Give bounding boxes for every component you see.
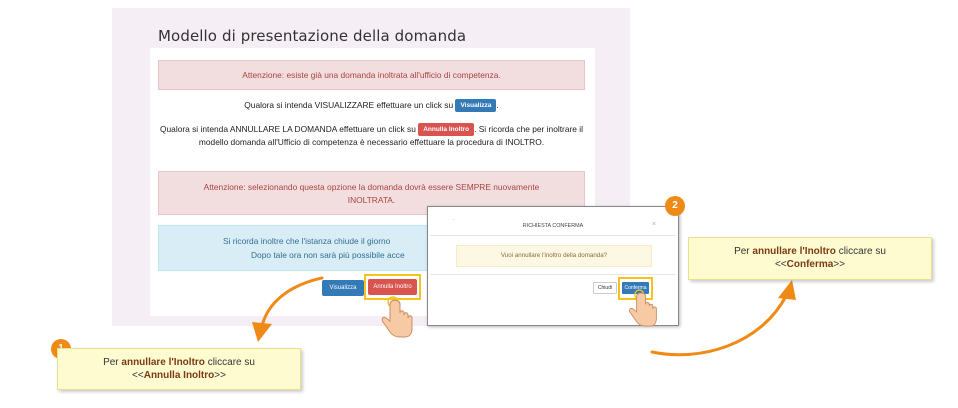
info-line1: Si ricorda inoltre che l'istanza chiude … [223, 236, 391, 246]
step-badge-2: 2 [665, 196, 685, 216]
cancel-instruction-end: . Si ricorda che per inoltrare il modell… [198, 124, 583, 148]
note-bold: annullare l'Inoltro [752, 246, 836, 257]
note-annulla-line1: Per annullare l'Inoltro cliccare su [58, 356, 300, 369]
note-annulla-line2: <<Annulla Inoltro>> [58, 369, 300, 382]
note-text: << [774, 259, 787, 270]
annulla-inoltro-button[interactable]: Annulla Inoltro [368, 279, 417, 295]
highlight-conferma [618, 277, 653, 300]
inline-annulla-button[interactable]: Annulla Inoltro [418, 123, 475, 137]
note-text: >> [214, 370, 226, 381]
view-instruction: Qualora si intenda VISUALIZZARE effettua… [158, 99, 585, 113]
note-text: Per [103, 357, 119, 368]
note-text: cliccare su [838, 246, 886, 257]
arrow-to-note-icon [650, 294, 788, 357]
alert-existing-submission: Attenzione: esiste già una domanda inolt… [158, 60, 585, 90]
arrow-head-2-icon [778, 280, 796, 300]
modal-dot: . [453, 216, 455, 222]
modal-question: Vuoi annullare l'inoltro della domanda? [456, 245, 652, 267]
pointer-hand-icon [381, 296, 413, 338]
cancel-instruction-text: Qualora si intenda ANNULLARE LA DOMANDA … [160, 124, 416, 134]
view-instruction-text: Qualora si intenda VISUALIZZARE effettua… [244, 100, 454, 110]
pointer-hand-icon [629, 289, 657, 327]
highlight-annulla [364, 274, 421, 300]
visualizza-button[interactable]: Visualizza [322, 280, 364, 296]
note-bold: Conferma [786, 259, 834, 270]
note-conferma-line1: Per annullare l'Inoltro cliccare su [689, 245, 931, 258]
info-line2: Dopo tale ora non sarà più possibile acc… [251, 250, 405, 260]
note-bold: annullare l'Inoltro [121, 357, 205, 368]
arrow-to-annulla-icon [260, 276, 324, 328]
arrow-head-1-icon [252, 322, 272, 342]
note-text: << [132, 370, 144, 381]
modal-divider [430, 235, 676, 236]
inline-visualizza-button[interactable]: Visualizza [455, 99, 497, 113]
note-bold: Annulla Inoltro [143, 370, 215, 381]
note-conferma: Per annullare l'Inoltro cliccare su <<Co… [688, 237, 932, 280]
view-instruction-end: . [496, 100, 499, 110]
close-icon[interactable]: × [652, 221, 657, 228]
note-annulla: Per annullare l'Inoltro cliccare su <<An… [57, 348, 301, 390]
cancel-instruction: Qualora si intenda ANNULLARE LA DOMANDA … [158, 123, 585, 149]
alert-warning-line2: INOLTRATA. [347, 195, 396, 205]
chiudi-button[interactable]: Chiudi [593, 282, 617, 294]
note-conferma-line2: <<Conferma>> [689, 258, 931, 271]
page-title: Modello di presentazione della domanda [158, 27, 467, 45]
note-text: Per [734, 246, 750, 257]
modal-divider-footer [430, 274, 676, 275]
alert-warning-line1: Attenzione: selezionando questa opzione … [203, 182, 540, 192]
modal-title: RICHIESTA CONFERMA [522, 223, 584, 229]
note-text: cliccare su [207, 357, 255, 368]
note-text: >> [833, 259, 846, 270]
